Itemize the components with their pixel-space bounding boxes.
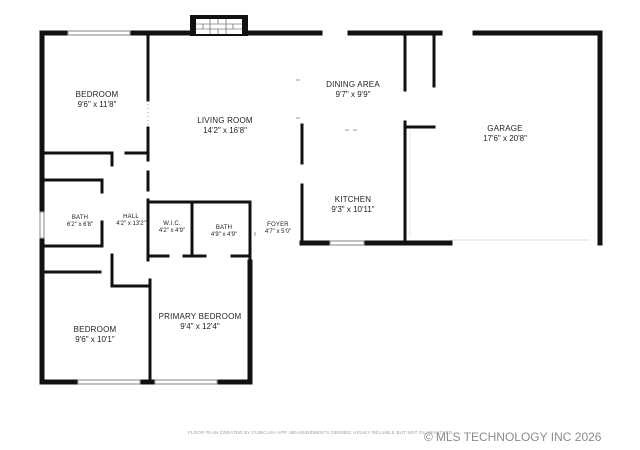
label-bedroom-top: BEDROOM 9'6" x 11'8" bbox=[62, 90, 132, 109]
label-wic: W.I.C. 4'2" x 4'9" bbox=[152, 221, 192, 234]
chimney-inner bbox=[196, 19, 242, 34]
label-hall: HALL 4'2" x 13'2" bbox=[110, 214, 152, 227]
label-garage: GARAGE 17'6" x 20'8" bbox=[470, 124, 540, 143]
room-name: GARAGE bbox=[487, 124, 523, 133]
room-name: PRIMARY BEDROOM bbox=[158, 312, 242, 321]
room-name: BATH bbox=[71, 215, 89, 221]
room-name: FOYER bbox=[267, 222, 289, 228]
room-dims: 17'6" x 20'8" bbox=[483, 134, 527, 143]
watermark-text: MLS TECHNOLOGY INC 2026 bbox=[435, 430, 602, 444]
room-dims: 9'7" x 9'9" bbox=[335, 90, 371, 99]
room-name: DINING AREA bbox=[326, 80, 380, 89]
label-bath-primary: BATH 4'9" x 4'9" bbox=[202, 225, 246, 238]
room-dims: 4'9" x 4'9" bbox=[210, 232, 238, 238]
door-marks bbox=[147, 79, 590, 241]
windows bbox=[39, 30, 365, 385]
room-name: W.I.C. bbox=[163, 221, 181, 227]
label-kitchen: KITCHEN 9'3" x 10'11" bbox=[318, 195, 388, 214]
label-living-room: LIVING ROOM 14'2" x 16'8" bbox=[190, 116, 260, 135]
interior-walls bbox=[42, 33, 436, 384]
chimney bbox=[190, 15, 248, 36]
window-kitchen bbox=[329, 240, 365, 246]
room-name: BATH bbox=[215, 225, 233, 231]
label-dining-area: DINING AREA 9'7" x 9'9" bbox=[318, 80, 388, 99]
room-name: HALL bbox=[123, 214, 139, 220]
copyright-icon: © bbox=[424, 430, 433, 444]
window-bath-left bbox=[39, 211, 45, 239]
room-name: BEDROOM bbox=[75, 90, 119, 99]
room-dims: 4'2" x 13'2" bbox=[116, 221, 146, 227]
label-foyer: FOYER 4'7" x 5'0" bbox=[256, 222, 300, 235]
room-dims: 9'4" x 12'4" bbox=[180, 322, 220, 331]
room-dims: 4'7" x 5'0" bbox=[264, 229, 292, 235]
window-bedroom-top bbox=[67, 30, 131, 36]
disclaimer-text: FLOOR PLAN CREATED BY CUBICASA APP. MEAS… bbox=[188, 430, 454, 435]
room-dims: 6'2" x 6'8" bbox=[66, 222, 94, 228]
room-dims: 14'2" x 16'8" bbox=[203, 126, 247, 135]
label-bedroom-bottom: BEDROOM 9'6" x 10'1" bbox=[60, 325, 130, 344]
watermark: ©MLS TECHNOLOGY INC 2026 bbox=[424, 430, 601, 444]
room-dims: 9'6" x 11'8" bbox=[77, 100, 117, 109]
room-dims: 9'3" x 10'11" bbox=[331, 205, 375, 214]
room-name: LIVING ROOM bbox=[197, 116, 253, 125]
exterior-walls bbox=[39, 30, 603, 385]
window-bedroom-bottom bbox=[77, 379, 141, 385]
label-bath-left: BATH 6'2" x 6'8" bbox=[55, 215, 105, 228]
room-dims: 9'6" x 10'1" bbox=[75, 335, 115, 344]
label-primary-bedroom: PRIMARY BEDROOM 9'4" x 12'4" bbox=[155, 312, 245, 331]
room-dims: 4'2" x 4'9" bbox=[158, 228, 186, 234]
room-name: KITCHEN bbox=[334, 195, 372, 204]
window-primary bbox=[154, 379, 218, 385]
room-name: BEDROOM bbox=[73, 325, 117, 334]
